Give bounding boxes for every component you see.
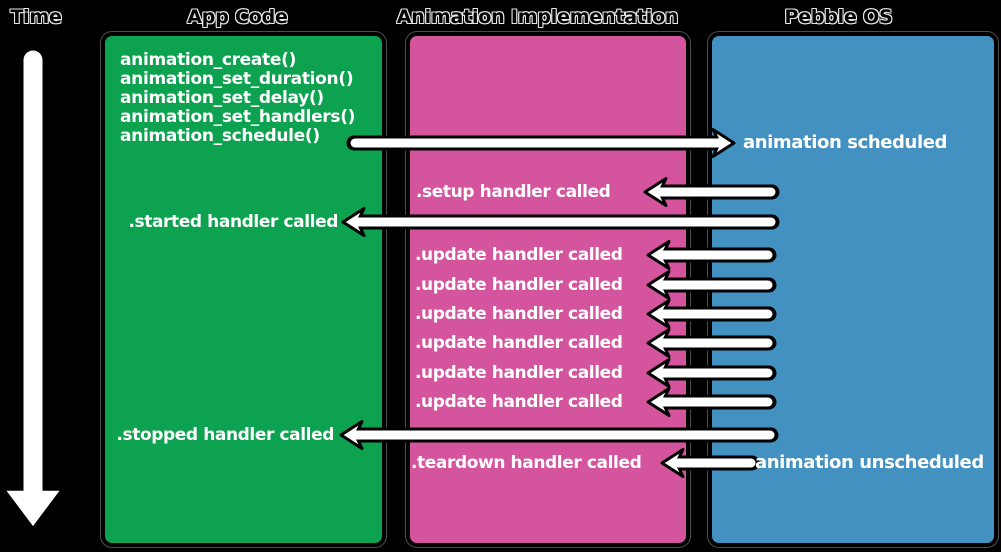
animation-scheduled-arrow bbox=[346, 128, 736, 158]
animation-unscheduled-label: animation unscheduled bbox=[755, 452, 984, 473]
update-handler-arrow-5 bbox=[646, 358, 777, 388]
setup-handler-arrow bbox=[643, 177, 780, 207]
update-handler-label-6: .update handler called bbox=[415, 392, 623, 412]
started-handler-label: .started handler called bbox=[128, 212, 338, 232]
update-handler-label-5: .update handler called bbox=[415, 363, 623, 383]
pebble-os-header: Pebble OS bbox=[784, 6, 893, 28]
animation-implementation-header: Animation Implementation bbox=[396, 6, 679, 28]
update-handler-arrow-6 bbox=[646, 387, 777, 417]
update-handler-arrow-4 bbox=[646, 328, 777, 358]
update-handler-label-3: .update handler called bbox=[415, 304, 623, 324]
code-line: animation_create() bbox=[120, 50, 297, 70]
app-code-lane bbox=[101, 32, 386, 547]
update-handler-arrow-1 bbox=[646, 240, 777, 270]
animation-implementation-lane bbox=[406, 32, 690, 547]
code-line: animation_set_duration() bbox=[120, 69, 354, 89]
app-code-calls: animation_create() animation_set_duratio… bbox=[120, 51, 355, 146]
time-arrow bbox=[1, 47, 65, 531]
update-handler-label-4: .update handler called bbox=[415, 333, 623, 353]
stopped-handler-label: .stopped handler called bbox=[116, 425, 334, 445]
animation-scheduled-label: animation scheduled bbox=[743, 132, 948, 153]
update-handler-arrow-3 bbox=[646, 299, 777, 329]
stopped-handler-arrow bbox=[339, 420, 779, 450]
app-code-header: App Code bbox=[187, 6, 288, 28]
code-line: animation_set_handlers() bbox=[120, 107, 356, 127]
teardown-handler-arrow bbox=[660, 448, 760, 478]
update-handler-label-2: .update handler called bbox=[415, 275, 623, 295]
teardown-handler-label: .teardown handler called bbox=[411, 453, 642, 473]
update-handler-label-1: .update handler called bbox=[415, 245, 623, 265]
code-line: animation_schedule() bbox=[120, 126, 320, 146]
started-handler-arrow bbox=[341, 207, 780, 237]
time-header: Time bbox=[10, 6, 62, 28]
update-handler-arrow-2 bbox=[646, 270, 777, 300]
setup-handler-label: .setup handler called bbox=[416, 182, 611, 202]
code-line: animation_set_delay() bbox=[120, 88, 324, 108]
